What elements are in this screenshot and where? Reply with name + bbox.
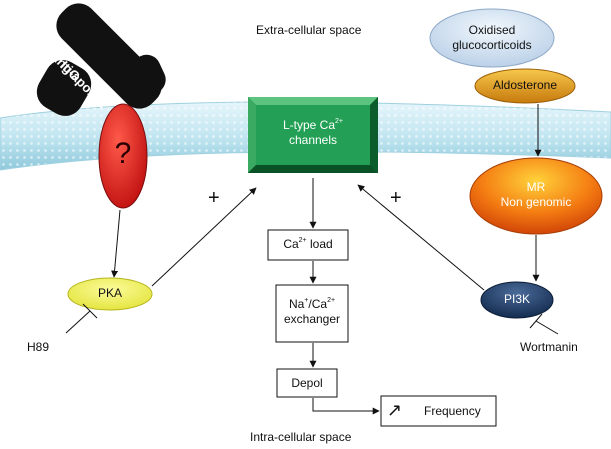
arrow-receptor-to-pka <box>111 209 121 278</box>
frequency-label: Frequency <box>424 404 481 418</box>
plus-sign-right: + <box>390 187 402 209</box>
pi3k-ellipse <box>480 281 554 319</box>
exchanger-na-sup: + <box>304 297 309 304</box>
pi3k-label: PI3K <box>503 292 530 306</box>
pka-label: PKA <box>97 286 122 300</box>
h89-label: H89 <box>27 340 50 354</box>
wortmanin-label: Wortmanin <box>520 340 578 354</box>
extracellular-label: Extra-cellular space <box>256 23 362 37</box>
exchanger-ca-sup: 2+ <box>327 297 336 304</box>
channel-label-line2: channels <box>288 133 338 147</box>
pka-ellipse <box>67 277 153 311</box>
mr-line1: MR <box>526 180 546 194</box>
aldosterone-label: Aldosterone <box>492 78 558 92</box>
mr-line2: Non genomic <box>500 195 572 209</box>
ca-load-label: Ca2+ load <box>268 237 348 252</box>
ca-load-box <box>267 229 349 261</box>
arrow-depol-to-frequency <box>312 398 380 415</box>
receptor-ellipse <box>98 103 148 209</box>
exchanger-ca: /Ca <box>308 297 328 311</box>
arrow-pi3k-to-channel <box>357 184 485 291</box>
channel-label-main: L-type Ca <box>282 118 336 132</box>
glucocorticoids-ellipse <box>429 8 555 68</box>
ca-load-post: load <box>306 237 333 251</box>
aldosterone-ellipse <box>474 68 576 104</box>
channel-label: L-type Ca2+ channels <box>256 118 370 148</box>
receptor-question-mark: ? <box>114 137 132 170</box>
glucocorticoids-label: Oxidised glucocorticoids <box>430 23 554 53</box>
ca-load-sup: 2+ <box>298 237 307 244</box>
mr-label: MR Non genomic <box>470 180 602 210</box>
antibody-shape <box>36 3 166 116</box>
inhibitor-h89-bar <box>82 303 98 319</box>
inhibitor-wortmanin-line <box>535 320 559 335</box>
channel-label-sup: 2+ <box>335 118 343 125</box>
antibody-label-line1: Anti-apoA-1 <box>47 48 111 111</box>
glucocorticoids-line1: Oxidised <box>468 23 516 37</box>
channel-box <box>248 97 378 173</box>
frequency-arrow-icon: ↗ <box>387 400 403 420</box>
inhibitor-wortmanin-bar <box>529 313 543 329</box>
depol-label: Depol <box>291 376 323 390</box>
exchanger-label: Na+/Ca2+ exchanger <box>276 297 348 327</box>
plus-sign-left: + <box>208 187 220 209</box>
intracellular-label: Intra-cellular space <box>250 430 352 444</box>
depol-box <box>276 368 338 398</box>
glucocorticoids-line2: glucocorticoids <box>452 38 532 52</box>
exchanger-box <box>275 284 349 343</box>
inhibitor-h89-line <box>65 310 91 334</box>
arrow-pka-to-channel <box>151 187 257 287</box>
mr-ellipse <box>469 157 603 235</box>
exchanger-line2: exchanger <box>283 312 341 326</box>
exchanger-na: Na <box>288 297 305 311</box>
ca-load-pre: Ca <box>283 237 299 251</box>
frequency-box <box>380 395 497 427</box>
